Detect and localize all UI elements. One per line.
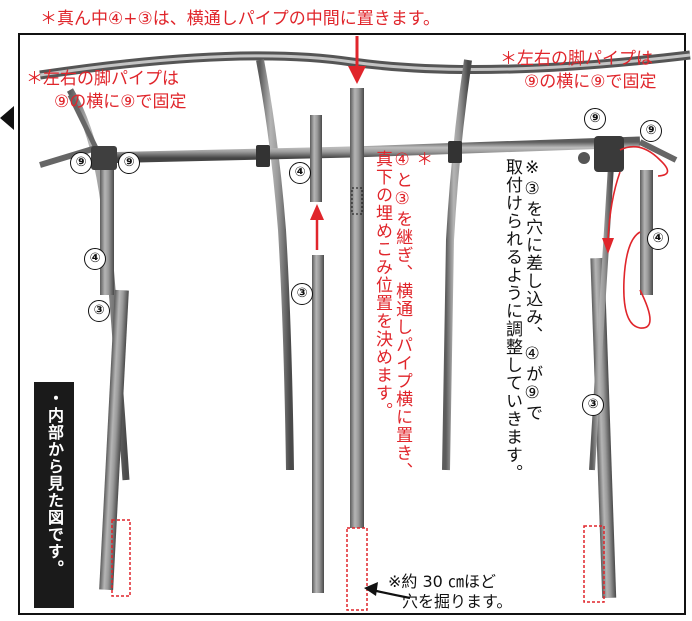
interior-view-label: ・内部から見た図です。 xyxy=(45,390,64,577)
support-right-a xyxy=(638,139,678,163)
right-leg-note: ＊左右の脚パイプは ⑨の横に⑨で固定 xyxy=(500,50,656,91)
right-route-curve-2 xyxy=(607,171,621,241)
right-instruction-line-1: ※③を穴に差し込み、④が⑨で xyxy=(522,158,543,422)
left-leg-note-line-1: ＊左右の脚パイプは xyxy=(26,69,179,89)
center-note-asterisk: ＊ xyxy=(412,150,433,168)
center-pipe-3 xyxy=(312,255,324,593)
right-route-loop xyxy=(623,231,651,329)
part-label-4-right: ④ xyxy=(647,228,669,250)
right-route-curve-1 xyxy=(619,145,669,177)
right-leg-pipe-3 xyxy=(590,257,617,599)
main-center-pipe xyxy=(350,88,364,528)
right-wing-nut xyxy=(578,152,590,164)
part-label-4-left: ④ xyxy=(84,248,106,270)
part-label-9-left-a: ⑨ xyxy=(70,152,92,174)
right-route-arrow xyxy=(602,238,614,254)
support-left-a xyxy=(39,145,97,168)
inner-bow-left xyxy=(256,59,294,471)
center-pipe-4-detached xyxy=(310,115,322,202)
center-joint-marker xyxy=(351,187,363,215)
right-detached-pipe-4 xyxy=(640,170,653,295)
diagram-frame xyxy=(18,33,686,615)
horizontal-through-pipe xyxy=(95,136,641,164)
part-label-3-left: ③ xyxy=(88,300,110,322)
part-label-3-right: ③ xyxy=(582,394,604,416)
part-label-9-right-a: ⑨ xyxy=(584,108,606,130)
bottom-note-arrow-head xyxy=(364,582,378,596)
center-instruction-note: ＊ ④と③を継ぎ、横通しパイプ横に置き、 真下の埋めこみ位置を決めます。 xyxy=(372,150,432,480)
center-note-line-2: 真下の埋めこみ位置を決めます。 xyxy=(372,150,393,420)
right-elbow-fitting xyxy=(594,136,624,172)
left-leg-note: ＊左右の脚パイプは ⑨の横に⑨で固定 xyxy=(26,70,186,111)
right-instruction-note: ※③を穴に差し込み、④が⑨で 取付けられるように調整していきます。 xyxy=(502,158,542,482)
left-buried-section xyxy=(111,519,131,597)
part-label-4-center: ④ xyxy=(289,162,311,184)
left-leg-note-line-2: ⑨の横に⑨で固定 xyxy=(54,91,187,112)
left-elbow-fitting xyxy=(91,146,117,170)
right-buried-section xyxy=(583,525,605,603)
center-note-line-1: ④と③を継ぎ、横通しパイプ横に置き、 xyxy=(392,150,413,480)
part-label-9-left-b: ⑨ xyxy=(118,152,140,174)
part-label-3-center: ③ xyxy=(291,283,313,305)
inner-bow-right xyxy=(442,59,472,471)
bottom-dig-note: ※約 30 ㎝ほど 穴を掘ります。 xyxy=(388,572,512,612)
pointer-triangle xyxy=(0,106,14,130)
title-note: ＊真ん中④+③は、横通しパイプの中間に置きます。 xyxy=(40,9,441,29)
left-leg-pipe-4 xyxy=(100,165,114,295)
bottom-note-line-1: ※約 30 ㎝ほど xyxy=(388,572,496,591)
part-label-9-right-b: ⑨ xyxy=(640,120,662,142)
clamp-1 xyxy=(256,145,270,167)
right-leg-note-line-2: ⑨の横に⑨で固定 xyxy=(524,71,657,92)
support-left-b xyxy=(67,93,99,150)
center-buried-section xyxy=(346,527,368,611)
bottom-note-line-2: 穴を掘ります。 xyxy=(402,592,513,611)
right-leg-note-line-1: ＊左右の脚パイプは xyxy=(500,49,653,69)
clamp-2 xyxy=(448,141,462,163)
title-arrow-head xyxy=(348,66,366,84)
left-leg-pipe-3 xyxy=(99,289,129,591)
outer-bow-right xyxy=(589,149,615,471)
interior-view-label-box: ・内部から見た図です。 xyxy=(34,382,74,608)
join-arrow-head xyxy=(310,204,324,220)
right-instruction-line-2: 取付けられるように調整していきます。 xyxy=(502,158,523,482)
roof-arch-highlight xyxy=(39,53,691,77)
